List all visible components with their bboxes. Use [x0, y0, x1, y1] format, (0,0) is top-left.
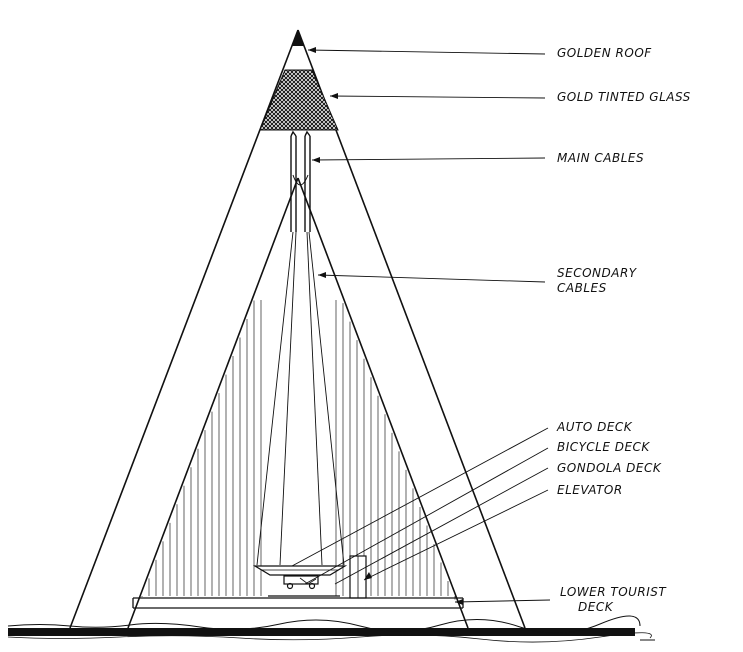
elevator	[349, 555, 367, 599]
main-cables	[290, 130, 311, 232]
label-secondary-cables-line1: SECONDARY	[557, 266, 638, 280]
label-main-cables: MAIN CABLES	[557, 151, 644, 165]
label-secondary-cables-line2: CABLES	[557, 281, 607, 295]
lower-tourist-deck	[132, 595, 464, 609]
label-lower-tourist-deck-line2: DECK	[578, 600, 614, 614]
label-gold-tinted-glass: GOLD TINTED GLASS	[557, 90, 691, 104]
label-golden-roof: GOLDEN ROOF	[557, 46, 652, 60]
gondola	[252, 565, 348, 590]
leader-lines	[291, 47, 551, 605]
secondary-cables	[256, 231, 345, 566]
gold-tinted-glass	[259, 69, 339, 131]
ground	[7, 615, 655, 643]
label-elevator: ELEVATOR	[557, 483, 623, 497]
label-bicycle-deck: BICYCLE DECK	[557, 440, 650, 454]
golden-roof	[292, 30, 304, 46]
vertical-hatching	[141, 300, 456, 600]
label-lower-tourist-deck-line1: LOWER TOURIST	[560, 585, 667, 599]
label-gondola-deck: GONDOLA DECK	[557, 461, 662, 475]
label-auto-deck: AUTO DECK	[556, 420, 633, 434]
